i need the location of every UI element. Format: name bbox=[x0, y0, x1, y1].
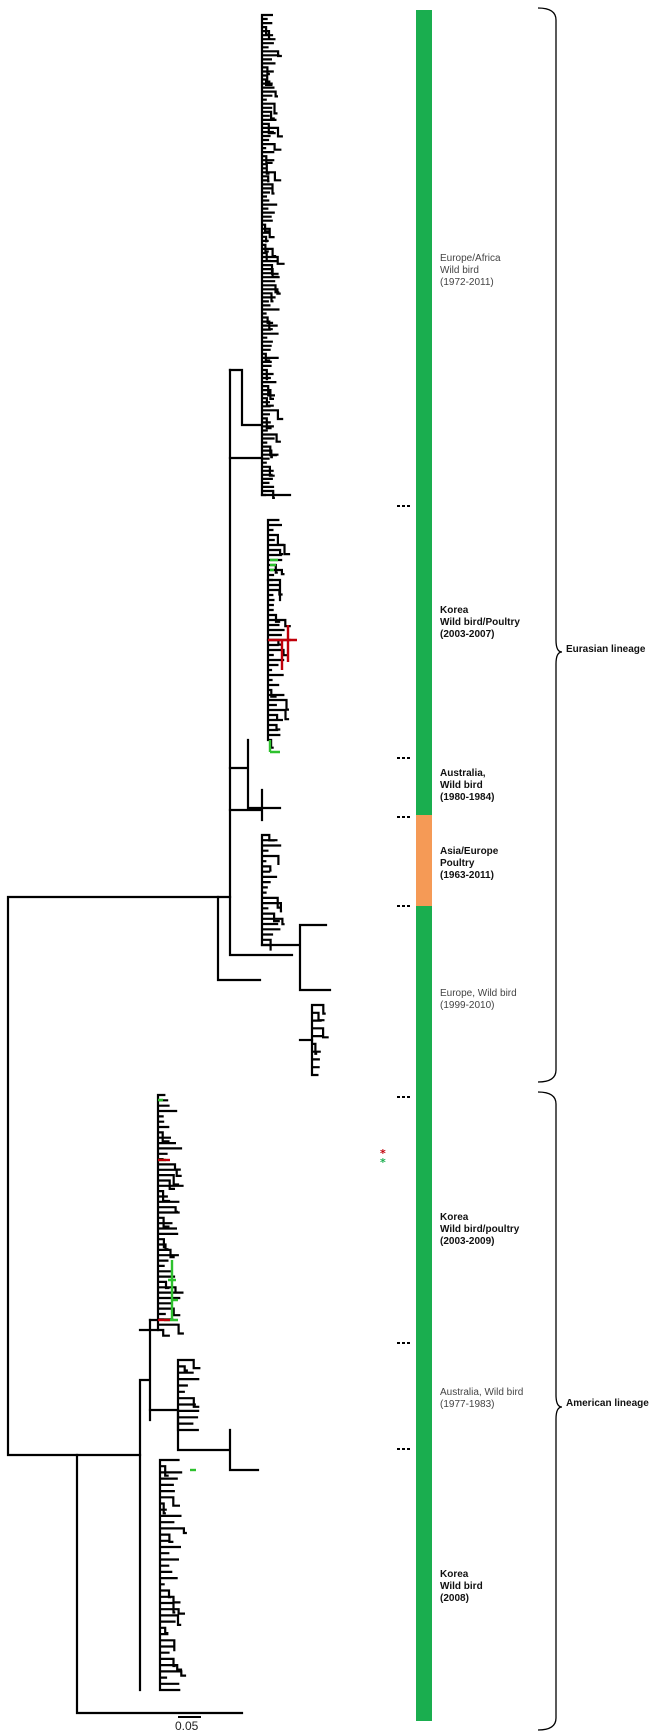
clade-bar-segment bbox=[416, 10, 432, 815]
europe-wild-bird-leaves bbox=[260, 833, 285, 951]
eurasian-branch bbox=[228, 788, 264, 822]
american-branch bbox=[148, 1408, 260, 1472]
eurasian-branch bbox=[228, 368, 262, 427]
american-lineage-label: American lineage bbox=[566, 1398, 649, 1409]
korea-green-branch bbox=[164, 1260, 178, 1322]
korea-green-branch bbox=[270, 558, 278, 572]
eurasian-subtree bbox=[228, 368, 294, 957]
eurasian-branch bbox=[260, 923, 332, 992]
eurasian-bracket bbox=[537, 7, 563, 1083]
clade-label-australia-1980-1984: Australia,Wild bird(1980-1984) bbox=[440, 768, 495, 803]
korea-2008-leaves bbox=[158, 1458, 187, 1692]
korea-2003-2009-leaves bbox=[156, 1093, 184, 1337]
europe-wild-bird-leaves bbox=[310, 1003, 329, 1077]
korea-highlighted-branches bbox=[158, 558, 297, 1472]
clade-bar-segment bbox=[416, 906, 432, 1721]
eurasian-lineage-label: Eurasian lineage bbox=[566, 644, 646, 655]
red-asterisk-marker: * bbox=[380, 1147, 386, 1160]
american-backbone bbox=[75, 1453, 244, 1715]
korea-green-branch bbox=[268, 740, 280, 754]
korea-2003-2007-leaves bbox=[266, 518, 291, 749]
american-subtree bbox=[138, 1318, 152, 1692]
europe-africa-leaves bbox=[260, 13, 285, 499]
clade-label-europe-wild-bird: Europe, Wild bird(1999-2010) bbox=[440, 988, 517, 1011]
root-branch bbox=[6, 895, 220, 1457]
clade-bars bbox=[416, 10, 432, 1721]
green-asterisk-marker: * bbox=[380, 1156, 386, 1169]
american-bracket bbox=[537, 1091, 563, 1731]
korea-green-branch bbox=[158, 1098, 166, 1162]
clade-separators bbox=[397, 505, 412, 1450]
scale-bar-label: 0.05 bbox=[175, 1719, 199, 1733]
american-branch bbox=[138, 1318, 160, 1332]
eurasian-branch bbox=[228, 456, 282, 810]
clade-label-australia-1977-1983: Australia, Wild bird(1977-1983) bbox=[440, 1387, 524, 1410]
clade-bar-segment bbox=[416, 815, 432, 906]
tree-branches bbox=[6, 13, 332, 1715]
australia-leaves bbox=[176, 1358, 201, 1432]
lineage-brackets bbox=[537, 7, 563, 1731]
korea-red-branch bbox=[268, 625, 297, 670]
eurasian-backbone bbox=[216, 895, 262, 982]
